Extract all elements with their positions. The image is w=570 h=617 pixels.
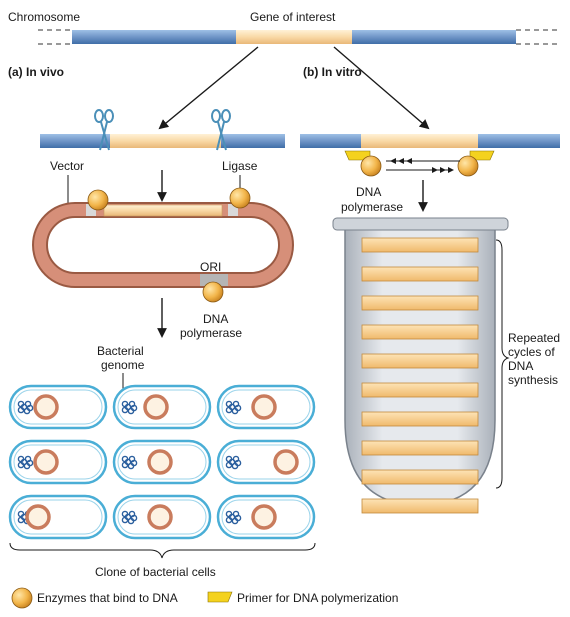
bacterial-genome-icon bbox=[225, 400, 242, 415]
ori-label: ORI bbox=[200, 260, 221, 274]
dna-label: DNA bbox=[508, 359, 533, 373]
cycles-brace bbox=[495, 239, 510, 489]
chromosome-label: Chromosome bbox=[8, 10, 80, 24]
plasmid-icon bbox=[251, 394, 277, 420]
bacterial-cell bbox=[216, 439, 316, 485]
vitro-dna bbox=[300, 134, 560, 161]
vitro-dna-label: DNA bbox=[356, 185, 381, 199]
bacterial-cell bbox=[8, 439, 108, 485]
bacterial-cell bbox=[112, 494, 212, 540]
enzyme-legend-icon bbox=[11, 587, 33, 609]
enzyme-icon bbox=[229, 187, 251, 209]
bacterial-genome-icon bbox=[17, 400, 34, 415]
plasmid-icon bbox=[147, 504, 173, 530]
pcr-product-band bbox=[361, 295, 479, 311]
scissors-icon bbox=[94, 109, 114, 151]
pcr-product-band bbox=[361, 498, 479, 514]
pcr-product-band bbox=[361, 237, 479, 253]
plasmid-icon bbox=[273, 449, 299, 475]
genome-label: genome bbox=[101, 358, 145, 372]
pcr-product-band bbox=[361, 353, 479, 369]
pcr-product-band bbox=[361, 324, 479, 340]
vivo-dna-label: DNA bbox=[203, 312, 228, 326]
ori-site bbox=[200, 274, 228, 286]
legend-primer: Primer for DNA polymerization bbox=[237, 591, 398, 605]
bacterial-genome-icon bbox=[121, 510, 138, 525]
bacterial-cell bbox=[112, 384, 212, 430]
bacterial-genome-icon bbox=[121, 400, 138, 415]
bacterial-cell-grid bbox=[8, 384, 316, 540]
enzyme-icon bbox=[360, 155, 382, 177]
arrow-to-vitro bbox=[333, 46, 430, 130]
pcr-product-band bbox=[361, 266, 479, 282]
gene-segment bbox=[236, 30, 352, 44]
bacterial-genome-icon bbox=[17, 455, 34, 470]
bacterial-cell bbox=[8, 384, 108, 430]
plasmid-icon bbox=[33, 394, 59, 420]
clone-brace bbox=[9, 542, 316, 559]
pcr-product-band bbox=[361, 440, 479, 456]
ligase-label: Ligase bbox=[222, 159, 258, 173]
pcr-product-bands bbox=[361, 237, 479, 514]
vector-label: Vector bbox=[50, 159, 84, 173]
cycles-of-label: cycles of bbox=[508, 345, 555, 359]
synthesis-label: synthesis bbox=[508, 373, 558, 387]
plasmid-icon bbox=[25, 504, 51, 530]
plasmid-icon bbox=[251, 504, 277, 530]
pcr-product-band bbox=[361, 469, 479, 485]
primer-legend-icon bbox=[207, 591, 233, 603]
plasmid-icon bbox=[143, 394, 169, 420]
recombinant-plasmid bbox=[32, 202, 294, 288]
vivo-polymerase-label: polymerase bbox=[180, 326, 242, 340]
bacterial-genome-icon bbox=[225, 455, 242, 470]
scissors-icon bbox=[211, 109, 231, 151]
bacterial-cell bbox=[216, 494, 316, 540]
bacterial-label: Bacterial bbox=[97, 344, 144, 358]
polymerization-arrows bbox=[386, 158, 460, 173]
plasmid-icon bbox=[147, 449, 173, 475]
plasmid-icon bbox=[33, 449, 59, 475]
repeated-label: Repeated bbox=[508, 331, 560, 345]
bacterial-cell bbox=[216, 384, 316, 430]
chromosome-dna bbox=[38, 29, 560, 45]
in-vivo-heading: (a) In vivo bbox=[8, 65, 64, 79]
pcr-product-band bbox=[361, 382, 479, 398]
gene-of-interest-label: Gene of interest bbox=[250, 10, 336, 24]
vitro-polymerase-label: polymerase bbox=[341, 200, 403, 214]
enzyme-icon bbox=[87, 189, 109, 211]
pcr-product-band bbox=[361, 411, 479, 427]
bacterial-genome-icon bbox=[225, 510, 242, 525]
bacterial-cell bbox=[112, 439, 212, 485]
bacterial-cell bbox=[8, 494, 108, 540]
bacterial-genome-icon bbox=[121, 455, 138, 470]
enzyme-icon bbox=[202, 281, 224, 303]
legend-enzymes: Enzymes that bind to DNA bbox=[37, 591, 178, 605]
in-vitro-heading: (b) In vitro bbox=[303, 65, 362, 79]
legend: Enzymes that bind to DNA Primer for DNA … bbox=[11, 587, 398, 609]
vivo-cut-dna bbox=[40, 134, 285, 148]
enzyme-icon bbox=[457, 155, 479, 177]
arrow-to-vivo bbox=[158, 46, 259, 130]
clone-caption: Clone of bacterial cells bbox=[95, 565, 216, 579]
